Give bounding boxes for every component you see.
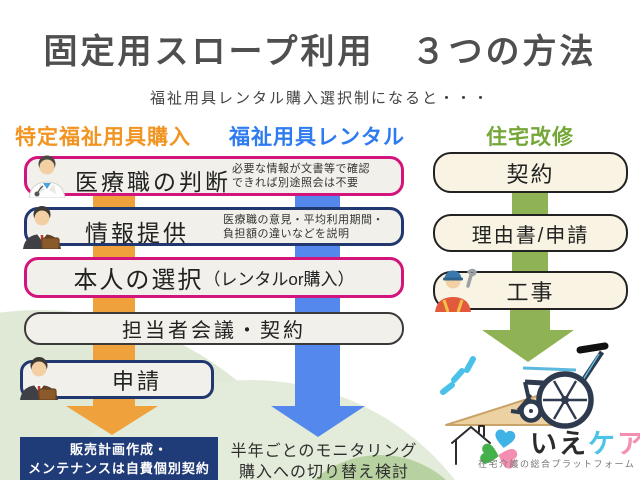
clover-icon bbox=[480, 429, 518, 469]
step-note-line: できれば別途照会は不要 bbox=[232, 177, 359, 189]
worker-icon bbox=[435, 268, 477, 312]
page-subtitle: 福祉用具レンタル購入選択制になると・・・ bbox=[149, 90, 490, 107]
brand-name-part: ケ bbox=[588, 429, 617, 459]
brand-name-part: いえ bbox=[530, 429, 588, 459]
rental-outcome-text: 半年ごとのモニタリング 購入への切り替え検討 bbox=[222, 441, 426, 480]
renovation-flow-arrow bbox=[510, 308, 550, 332]
renovation-box-statement-application: 理由書/申請 bbox=[433, 214, 628, 252]
step-note-line: 負担額の違いなどを説明 bbox=[223, 228, 350, 240]
step-box-user-choice: 本人の選択 （レンタルor購入） bbox=[24, 257, 404, 298]
clover-hearts bbox=[480, 429, 518, 469]
speed-lines-icon bbox=[440, 356, 476, 395]
column-header-rental: 福祉用具レンタル bbox=[229, 126, 405, 149]
step-label: 情報提供 bbox=[85, 220, 189, 246]
step-note: 必要な情報が文書等で確認 できれば別途照会は不要 bbox=[232, 162, 370, 190]
rental-outcome-line: 半年ごとのモニタリング bbox=[230, 443, 418, 460]
brand-name-part: ア bbox=[617, 429, 640, 459]
businessman-icon bbox=[20, 357, 58, 400]
step-note-line: 必要な情報が文書等で確認 bbox=[232, 163, 370, 175]
step-box-meeting-contract: 担当者会議・契約 bbox=[24, 312, 404, 345]
step-label: 契約 bbox=[506, 161, 555, 187]
brand-tagline: 在宅介護の総合プラットフォーム bbox=[478, 459, 636, 469]
wheelchair-handle bbox=[576, 342, 609, 354]
page-title: 固定用スロープ利用 ３つの方法 bbox=[43, 33, 597, 71]
step-note-line: 医療職の意見・平均利用期間・ bbox=[223, 214, 384, 226]
step-note: 医療職の意見・平均利用期間・ 負担額の違いなどを説明 bbox=[223, 213, 384, 241]
purchase-outcome-box: 販売計画作成・ メンテナンスは自費個別契約 bbox=[20, 437, 218, 480]
wheelchair-ramp-illustration bbox=[440, 342, 609, 429]
purchase-outcome-line: メンテナンスは自費個別契約 bbox=[28, 461, 210, 476]
wheelchair-front-wheel bbox=[519, 399, 543, 423]
renovation-connector bbox=[512, 190, 548, 216]
step-box-information: 情報提供 医療職の意見・平均利用期間・ 負担額の違いなどを説明 bbox=[24, 207, 404, 246]
businessman-icon bbox=[23, 206, 61, 249]
step-label: 申請 bbox=[111, 368, 162, 394]
purchase-arrow-head-icon bbox=[66, 406, 158, 435]
brand-name: いえケア bbox=[530, 422, 640, 461]
column-header-purchase: 特定福祉用具購入 bbox=[15, 126, 191, 149]
step-label: 本人の選択 bbox=[73, 267, 204, 294]
step-label: 理由書/申請 bbox=[471, 224, 590, 247]
step-sublabel: （レンタルor購入） bbox=[203, 270, 355, 289]
rental-arrow-head-icon bbox=[271, 406, 365, 437]
renovation-connector bbox=[512, 250, 548, 274]
renovation-arrow-head-icon bbox=[482, 330, 574, 362]
wheelchair-rear-wheel bbox=[536, 371, 594, 429]
house-icon bbox=[451, 425, 491, 465]
step-label: 医療職の判断 bbox=[75, 169, 231, 195]
renovation-box-contract: 契約 bbox=[433, 152, 628, 193]
rental-outcome-line: 購入への切り替え検討 bbox=[238, 464, 409, 480]
step-label: 担当者会議・契約 bbox=[122, 320, 306, 342]
step-box-medical-judgement: 医療職の判断 必要な情報が文書等で確認 できれば別途照会は不要 bbox=[24, 156, 404, 196]
step-label: 工事 bbox=[506, 279, 555, 305]
purchase-outcome-line: 販売計画作成・ bbox=[69, 442, 168, 457]
brand-logo: いえケア 在宅介護の総合プラットフォーム bbox=[448, 420, 640, 478]
doctor-icon bbox=[28, 155, 66, 198]
column-header-renovation: 住宅改修 bbox=[486, 126, 574, 149]
